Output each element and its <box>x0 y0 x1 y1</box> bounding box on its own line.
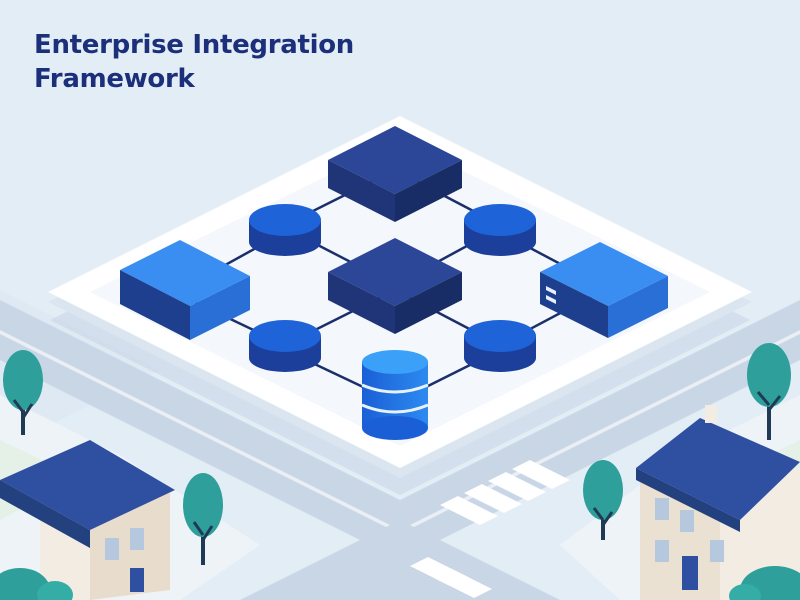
door <box>130 568 144 592</box>
door <box>682 556 698 590</box>
main-road <box>0 300 800 560</box>
window <box>655 540 669 562</box>
server-block-top <box>328 126 462 222</box>
node-left-top <box>249 204 321 256</box>
window <box>655 498 669 520</box>
zebra-crossing-bottom <box>410 557 492 598</box>
database-icon <box>361 383 429 414</box>
node-left-bottom <box>249 320 321 372</box>
node-right-bottom <box>464 320 536 372</box>
lower-road <box>240 520 560 600</box>
house-left <box>0 440 175 600</box>
window <box>130 528 144 550</box>
tree-right-top <box>747 343 791 440</box>
node-right-top <box>464 204 536 256</box>
database-cylinder <box>361 350 429 440</box>
tree-left-mid <box>183 473 223 565</box>
tree-right-mid <box>583 460 623 540</box>
house-right <box>636 405 800 600</box>
bush-left <box>0 568 73 600</box>
zebra-crossing-right <box>440 460 570 525</box>
window <box>710 540 724 562</box>
window <box>105 538 119 560</box>
roof-left <box>0 440 175 530</box>
module-right <box>540 242 668 338</box>
server-block-center <box>328 238 462 334</box>
bush-right <box>729 566 800 600</box>
window <box>680 510 694 532</box>
chimney <box>705 405 717 423</box>
server-rack-icon <box>546 286 556 304</box>
page-title: Enterprise Integration Framework <box>34 30 354 94</box>
roof-right <box>636 418 800 520</box>
module-left <box>120 240 250 340</box>
tree-left-top <box>3 350 43 435</box>
